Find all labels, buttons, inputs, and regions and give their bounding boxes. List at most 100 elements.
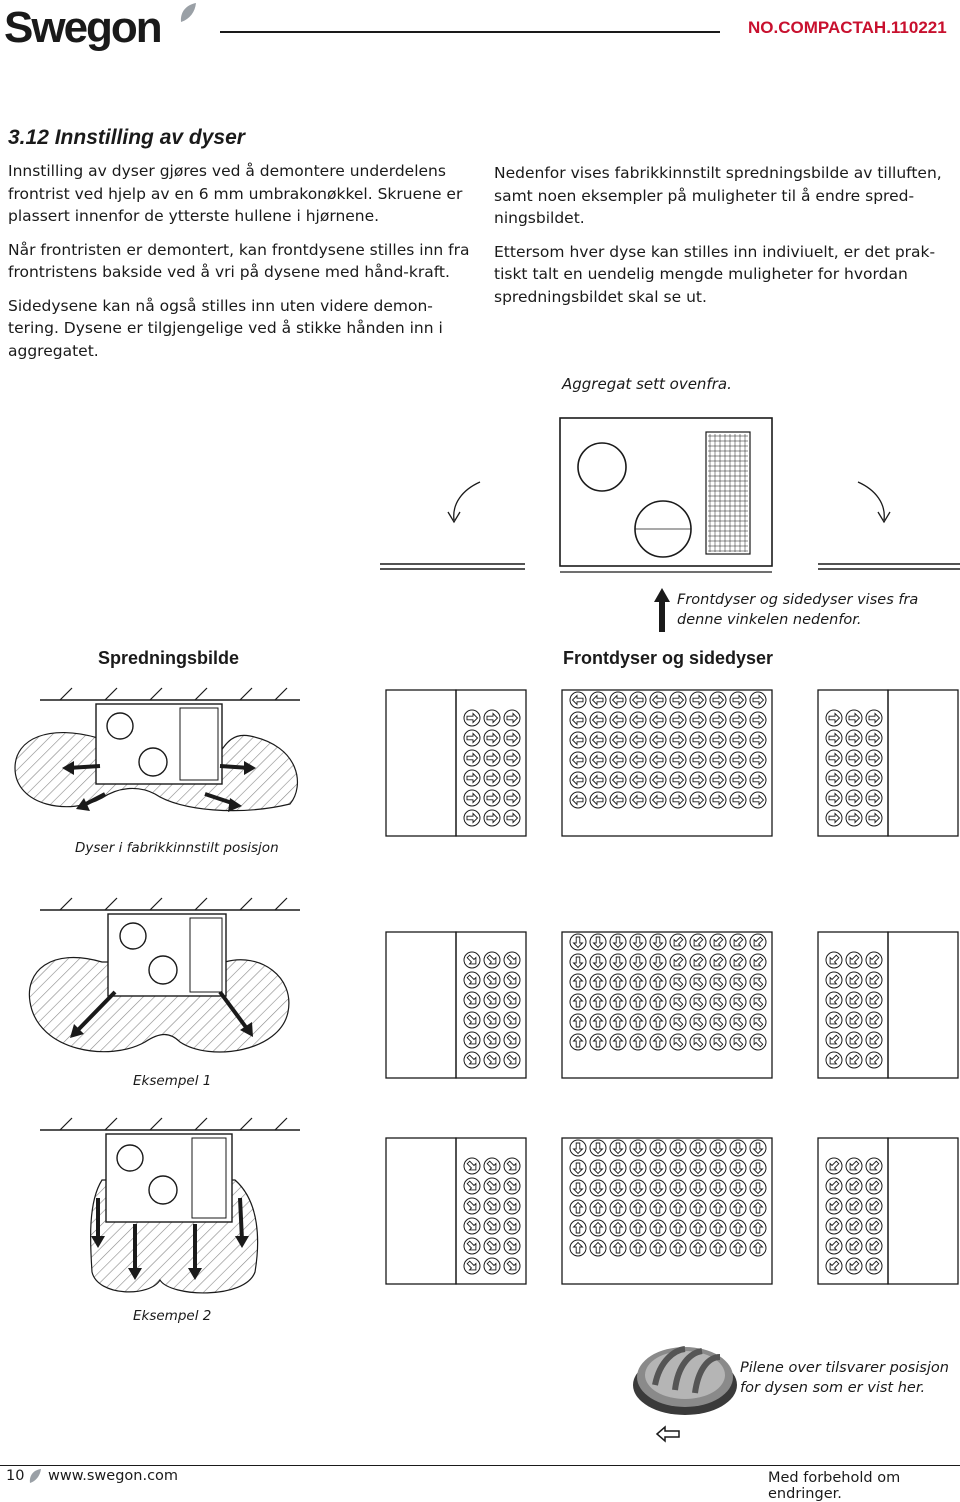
nozzle-arrow-icon (629, 691, 647, 709)
view-angle-note: Frontdyser og sidedyser vises fra denne … (677, 592, 919, 628)
nozzle-arrow-icon (463, 709, 481, 727)
nozzle-arrow-icon (503, 1217, 521, 1235)
nozzle-arrow-icon (503, 709, 521, 727)
nozzle-arrow-icon (463, 789, 481, 807)
nozzle-arrow-icon (569, 1139, 587, 1157)
nozzle-arrow-icon (865, 769, 883, 787)
nozzle-arrow-icon (865, 1011, 883, 1029)
nozzle-arrow-icon (589, 1179, 607, 1197)
nozzle-arrow-icon (865, 1257, 883, 1275)
nozzle-arrow-icon (749, 731, 767, 749)
nozzle-arrow-icon (629, 1239, 647, 1257)
nozzle-arrow-icon (503, 1011, 521, 1029)
nozzle-arrow-icon (503, 729, 521, 747)
nozzle-arrow-icon (629, 933, 647, 951)
nozzle-arrow-icon (483, 1031, 501, 1049)
nozzle-arrow-icon (689, 711, 707, 729)
paragraph: Innstilling av dyser gjøres ved å demont… (8, 162, 463, 225)
nozzle-arrow-icon (655, 1425, 680, 1443)
nozzle-arrow-icon (589, 973, 607, 991)
nozzle-arrow-icon (709, 691, 727, 709)
nozzle-arrow-icon (865, 951, 883, 969)
nozzle-arrow-icon (483, 1257, 501, 1275)
nozzle-arrow-icon (825, 991, 843, 1009)
nozzle-arrow-icon (669, 691, 687, 709)
nozzle-arrow-icon (845, 1031, 863, 1049)
nozzle-arrow-icon (589, 953, 607, 971)
nozzle-arrow-icon (825, 809, 843, 827)
nozzle-arrow-icon (629, 751, 647, 769)
nozzle-arrow-icon (669, 711, 687, 729)
nozzle-arrow-icon (629, 953, 647, 971)
nozzle-arrow-icon (629, 771, 647, 789)
nozzle-arrow-icon (463, 729, 481, 747)
nozzle-arrow-icon (503, 971, 521, 989)
document-code: NO.COMPACTAH.110221 (748, 18, 947, 37)
nozzle-arrow-icon (709, 731, 727, 749)
nozzle-arrow-icon (589, 1013, 607, 1031)
nozzle-arrow-icon (589, 1159, 607, 1177)
nozzle-arrow-icon (729, 1219, 747, 1237)
nozzle-arrow-icon (749, 691, 767, 709)
nozzle-arrow-icon (709, 1033, 727, 1051)
nozzle-arrow-icon (729, 1179, 747, 1197)
nozzle-arrow-icon (649, 771, 667, 789)
nozzle-arrow-icon (729, 731, 747, 749)
nozzle-arrow-icon (845, 809, 863, 827)
nozzle-arrow-icon (649, 731, 667, 749)
nozzle-arrow-icon (845, 951, 863, 969)
nozzle-arrow-icon (609, 1159, 627, 1177)
nozzle-arrow-icon (649, 1013, 667, 1031)
nozzle-arrow-icon (825, 1257, 843, 1275)
nozzle-arrow-icon (825, 1011, 843, 1029)
leaf-icon (180, 3, 196, 22)
nozzle-arrow-icon (749, 993, 767, 1011)
nozzle-arrow-icon (865, 789, 883, 807)
nozzle-arrow-icon (569, 1033, 587, 1051)
nozzle-arrow-icon (589, 731, 607, 749)
nozzle-arrow-icon (589, 711, 607, 729)
nozzle-arrow-icon (669, 791, 687, 809)
nozzle-arrow-icon (709, 1013, 727, 1031)
nozzle-arrow-icon (709, 1179, 727, 1197)
nozzle-arrow-icon (463, 1257, 481, 1275)
nozzle-arrow-icon (609, 731, 627, 749)
nozzle-arrow-icon (609, 691, 627, 709)
spread-pattern-example-1 (28, 897, 300, 1053)
paragraph: Nedenfor vises fabrikkinnstilt spredning… (494, 164, 942, 227)
nozzle-arrow-icon (569, 1179, 587, 1197)
nozzle-arrow-icon (669, 1219, 687, 1237)
nozzle-arrow-icon (569, 933, 587, 951)
nozzle-arrow-icon (845, 709, 863, 727)
nozzle-arrow-icon (689, 1139, 707, 1157)
nozzle-arrow-icon (729, 1139, 747, 1157)
nozzle-arrow-icon (729, 691, 747, 709)
nozzle-arrow-icon (483, 1177, 501, 1195)
website-link[interactable]: www.swegon.com (48, 1468, 179, 1484)
nozzle-arrow-icon (749, 1179, 767, 1197)
nozzle-arrow-icon (865, 1051, 883, 1069)
nozzle-arrow-icon (503, 809, 521, 827)
nozzle-arrow-icon (483, 789, 501, 807)
nozzle-arrow-icon (503, 789, 521, 807)
nozzle-arrow-icon (629, 731, 647, 749)
nozzle-arrow-icon (669, 1179, 687, 1197)
nozzle-arrow-icon (749, 933, 767, 951)
nozzle-arrow-icon (825, 971, 843, 989)
nozzle-arrow-icon (649, 1199, 667, 1217)
nozzle-arrow-icon (709, 751, 727, 769)
nozzle-arrow-icon (865, 729, 883, 747)
nozzle-arrow-icon (729, 771, 747, 789)
nozzle-arrow-icon (729, 751, 747, 769)
nozzle-arrow-icon (865, 809, 883, 827)
nozzle-arrow-icon (749, 1033, 767, 1051)
nozzles-heading: Frontdyser og sidedyser (563, 648, 774, 668)
nozzle-arrow-icon (483, 1051, 501, 1069)
nozzle-arrow-icon (629, 711, 647, 729)
nozzle-arrow-icon (503, 1051, 521, 1069)
nozzle-arrow-icon (729, 791, 747, 809)
nozzle-arrow-icon (729, 711, 747, 729)
nozzle-arrow-icon (689, 771, 707, 789)
nozzle-arrow-icon (609, 1033, 627, 1051)
nozzle-arrow-icon (483, 809, 501, 827)
